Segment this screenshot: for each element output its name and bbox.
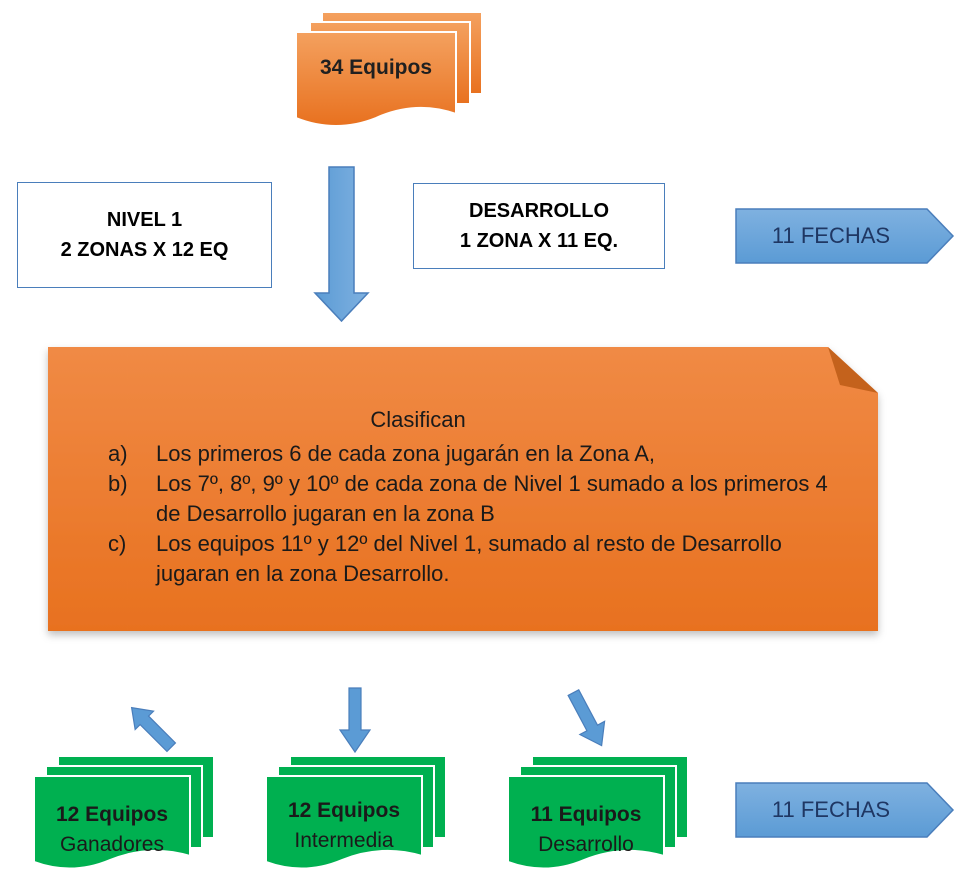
green-stack-shape [265,755,447,870]
stack-intermedia-text: 12 Equipos Intermedia [266,790,422,862]
stack-count: 12 Equipos [55,803,169,826]
stack-desarrollo-text: 11 Equipos Desarrollo [508,794,664,866]
desarrollo-box: DESARROLLO 1 ZONA X 11 EQ. [413,183,665,269]
note-content: Clasifican a) Los primeros 6 de cada zon… [108,405,848,589]
top-stack-shape [295,11,483,127]
note-letter: a) [108,441,128,466]
diagonal-left-arrow-icon [130,706,177,753]
stack-name: Ganadores [60,833,164,856]
desarrollo-label: DESARROLLO [469,200,609,222]
note-title: Clasifican [370,407,466,432]
note-item-a: a) Los primeros 6 de cada zona jugarán e… [108,439,848,469]
note-item-c: c) Los equipos 11º y 12º del Nivel 1, su… [108,529,848,589]
diagonal-right-arrow-icon [567,689,606,747]
nivel-1-zones: 2 ZONAS X 12 EQ [60,239,229,261]
stack-count: 12 Equipos [287,799,401,822]
stack-ganadores-text: 12 Equipos Ganadores [34,794,190,866]
stack-count: 11 Equipos [530,803,642,826]
note-item-text: Los 7º, 8º, 9º y 10º de cada zona de Niv… [156,471,828,526]
note-shape [48,347,878,631]
desarrollo-zones: 1 ZONA X 11 EQ. [459,230,619,252]
down-arrow-icon [313,166,370,323]
stack-name: Intermedia [294,829,394,852]
nivel-1-box: NIVEL 1 2 ZONAS X 12 EQ [17,182,272,288]
fechas-bottom-label: 11 FECHAS [771,797,891,822]
pentagon-arrow-icon [735,782,955,838]
top-stack-title: 34 Equipos [319,56,433,79]
down-small-arrow-icon [338,687,372,754]
pentagon-arrow-icon [735,208,955,264]
green-stack-shape [507,755,689,870]
fechas-top-label: 11 FECHAS [771,223,891,248]
nivel-1-label: NIVEL 1 [106,209,183,231]
note-item-b: b) Los 7º, 8º, 9º y 10º de cada zona de … [108,469,848,529]
note-item-text: Los primeros 6 de cada zona jugarán en l… [156,441,655,466]
note-letter: b) [108,471,128,496]
note-letter: c) [108,531,127,556]
green-stack-shape [33,755,215,870]
note-item-text: Los equipos 11º y 12º del Nivel 1, sumad… [156,531,782,586]
stack-name: Desarrollo [538,833,634,856]
